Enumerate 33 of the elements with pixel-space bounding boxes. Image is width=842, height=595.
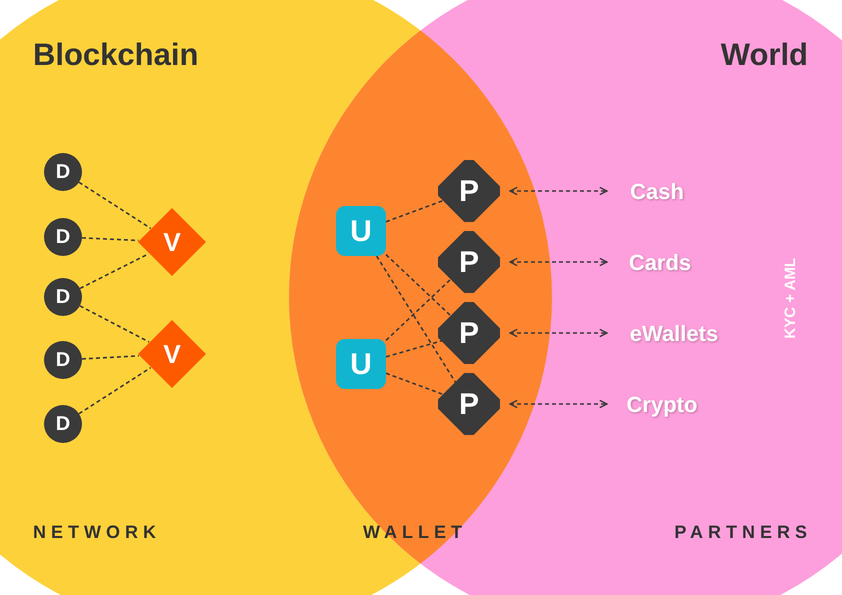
dashed-arrow: [509, 328, 608, 338]
section-caption: NETWORK: [33, 521, 161, 544]
node-circle: D: [44, 218, 82, 256]
validator-diamond: V: [137, 319, 207, 389]
payment-method-label: Cards: [617, 247, 703, 277]
partner-diamond: P: [438, 160, 500, 222]
partner-diamond: P: [438, 231, 500, 293]
payment-method-label: Cash: [617, 176, 697, 206]
partner-diamond: P: [438, 373, 500, 435]
node-circle: D: [44, 341, 82, 379]
section-title: Blockchain: [33, 36, 198, 74]
dashed-connector: [79, 305, 150, 343]
section-caption: PARTNERS: [674, 521, 812, 544]
dashed-arrow: [509, 400, 608, 408]
user-box: U: [336, 339, 386, 389]
dashed-arrow: [509, 186, 608, 196]
dashed-connector: [78, 367, 152, 414]
dashed-connector: [80, 253, 150, 290]
dashed-connector: [78, 182, 152, 229]
user-box: U: [336, 206, 386, 256]
dashed-connector: [82, 355, 139, 360]
node-circle: D: [44, 278, 82, 316]
section-title: World: [720, 36, 808, 74]
payment-method-label: Crypto: [617, 389, 707, 419]
partner-diamond: P: [438, 302, 500, 364]
node-circle: D: [44, 153, 82, 191]
dashed-arrow: [509, 258, 608, 266]
dashed-connector: [376, 256, 458, 386]
vertical-note: KYC + AML: [780, 258, 800, 338]
payment-method-label: eWallets: [617, 318, 731, 348]
dashed-connector: [82, 237, 139, 242]
validator-diamond: V: [137, 207, 207, 277]
node-circle: D: [44, 405, 82, 443]
